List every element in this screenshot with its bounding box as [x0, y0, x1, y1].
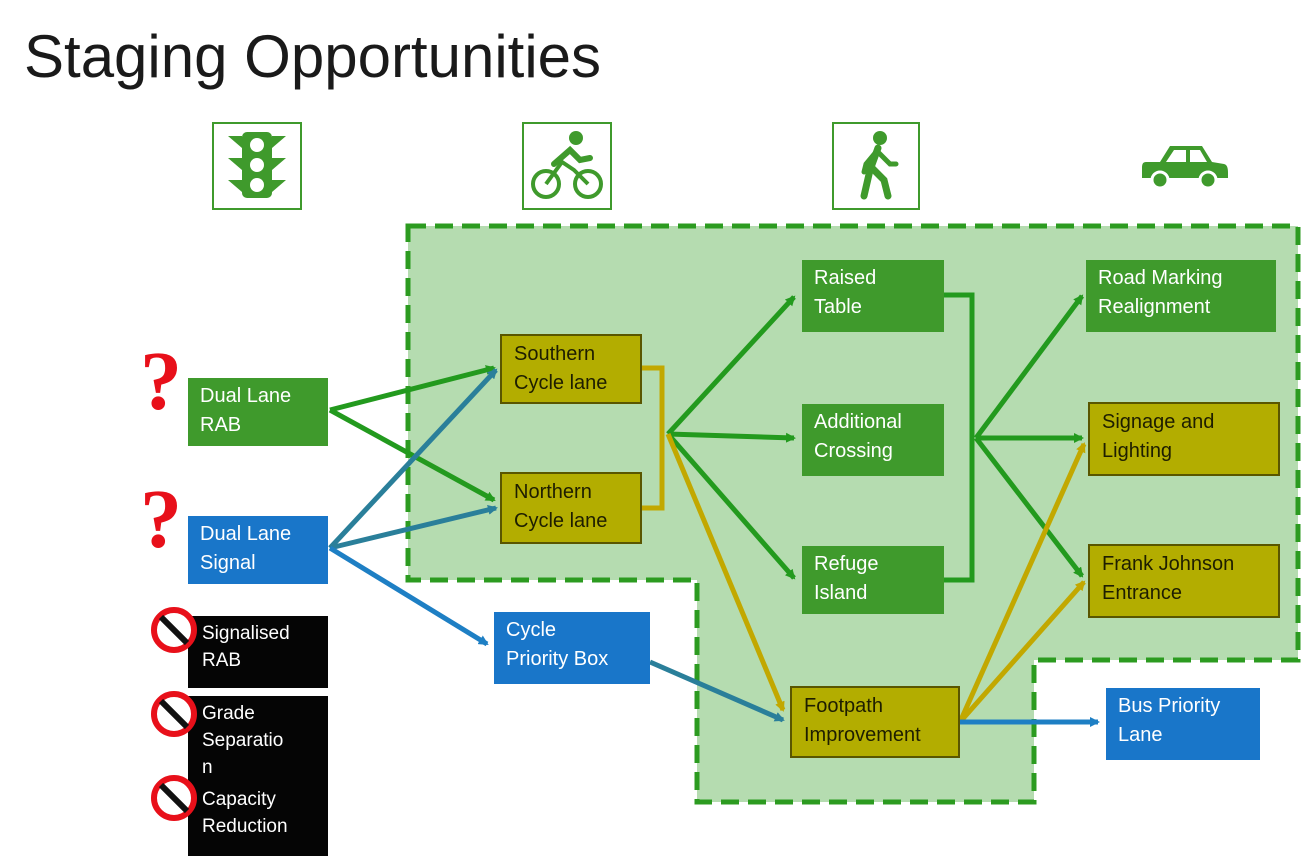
arrow-signal-to-southern [328, 368, 498, 550]
arrow-rab-to-southern [329, 365, 496, 413]
dual-lane-rab-box: Dual Lane RAB [188, 378, 328, 446]
arrow-to-footpath [665, 433, 786, 712]
signalised-rab-box: Signalised RAB [188, 616, 328, 688]
road-marking-realignment-box: Road Marking Realignment [1086, 260, 1276, 332]
bus-priority-lane-box: Bus Priority Lane [1106, 688, 1260, 760]
arrow-to-frank-johnson [974, 436, 1084, 578]
pedestrian-bracket [944, 292, 975, 583]
traffic-light-icon [212, 122, 302, 210]
arrow-signal-to-northern [329, 505, 498, 551]
question-mark-signal: ? [140, 473, 182, 566]
question-mark-rab: ? [140, 335, 182, 428]
refuge-island-box: Refuge Island [802, 546, 944, 614]
arrow-signal-to-cycle-priority [328, 545, 489, 647]
arrow-to-additional-crossing [667, 431, 796, 443]
frank-johnson-entrance-box: Frank Johnson Entrance [1088, 544, 1280, 618]
pedestrian-icon [832, 122, 920, 210]
additional-crossing-box: Additional Crossing [802, 404, 944, 476]
arrow-cycle-priority-to-footpath [649, 659, 785, 723]
footpath-improvement-box: Footpath Improvement [790, 686, 960, 758]
dual-lane-signal-box: Dual Lane Signal [188, 516, 328, 584]
southern-cycle-lane-box: Southern Cycle lane [500, 334, 642, 404]
capacity-reduction-box: Capacity Reduction [188, 782, 328, 856]
cycle-lane-bracket [642, 365, 665, 511]
prohibited-icon [151, 691, 197, 737]
arrow-rab-to-northern [328, 407, 496, 503]
signage-and-lighting-box: Signage and Lighting [1088, 402, 1280, 476]
arrow-footpath-to-frank-johnson [958, 580, 1086, 724]
arrow-footpath-to-signage [957, 442, 1087, 724]
arrow-to-refuge-island [666, 432, 796, 580]
bicycle-icon [522, 122, 612, 210]
page-title: Staging Opportunities [24, 23, 602, 90]
prohibited-icon [151, 775, 197, 821]
northern-cycle-lane-box: Northern Cycle lane [500, 472, 642, 544]
raised-table-box: Raised Table [802, 260, 944, 332]
arrow-to-road-marking [973, 294, 1085, 440]
arrow-to-raised-table [666, 295, 796, 436]
cycle-priority-box: Cycle Priority Box [494, 612, 650, 684]
grade-separation-box: Grade Separatio n [188, 696, 328, 782]
car-icon [1142, 146, 1228, 190]
prohibited-icon [151, 607, 197, 653]
